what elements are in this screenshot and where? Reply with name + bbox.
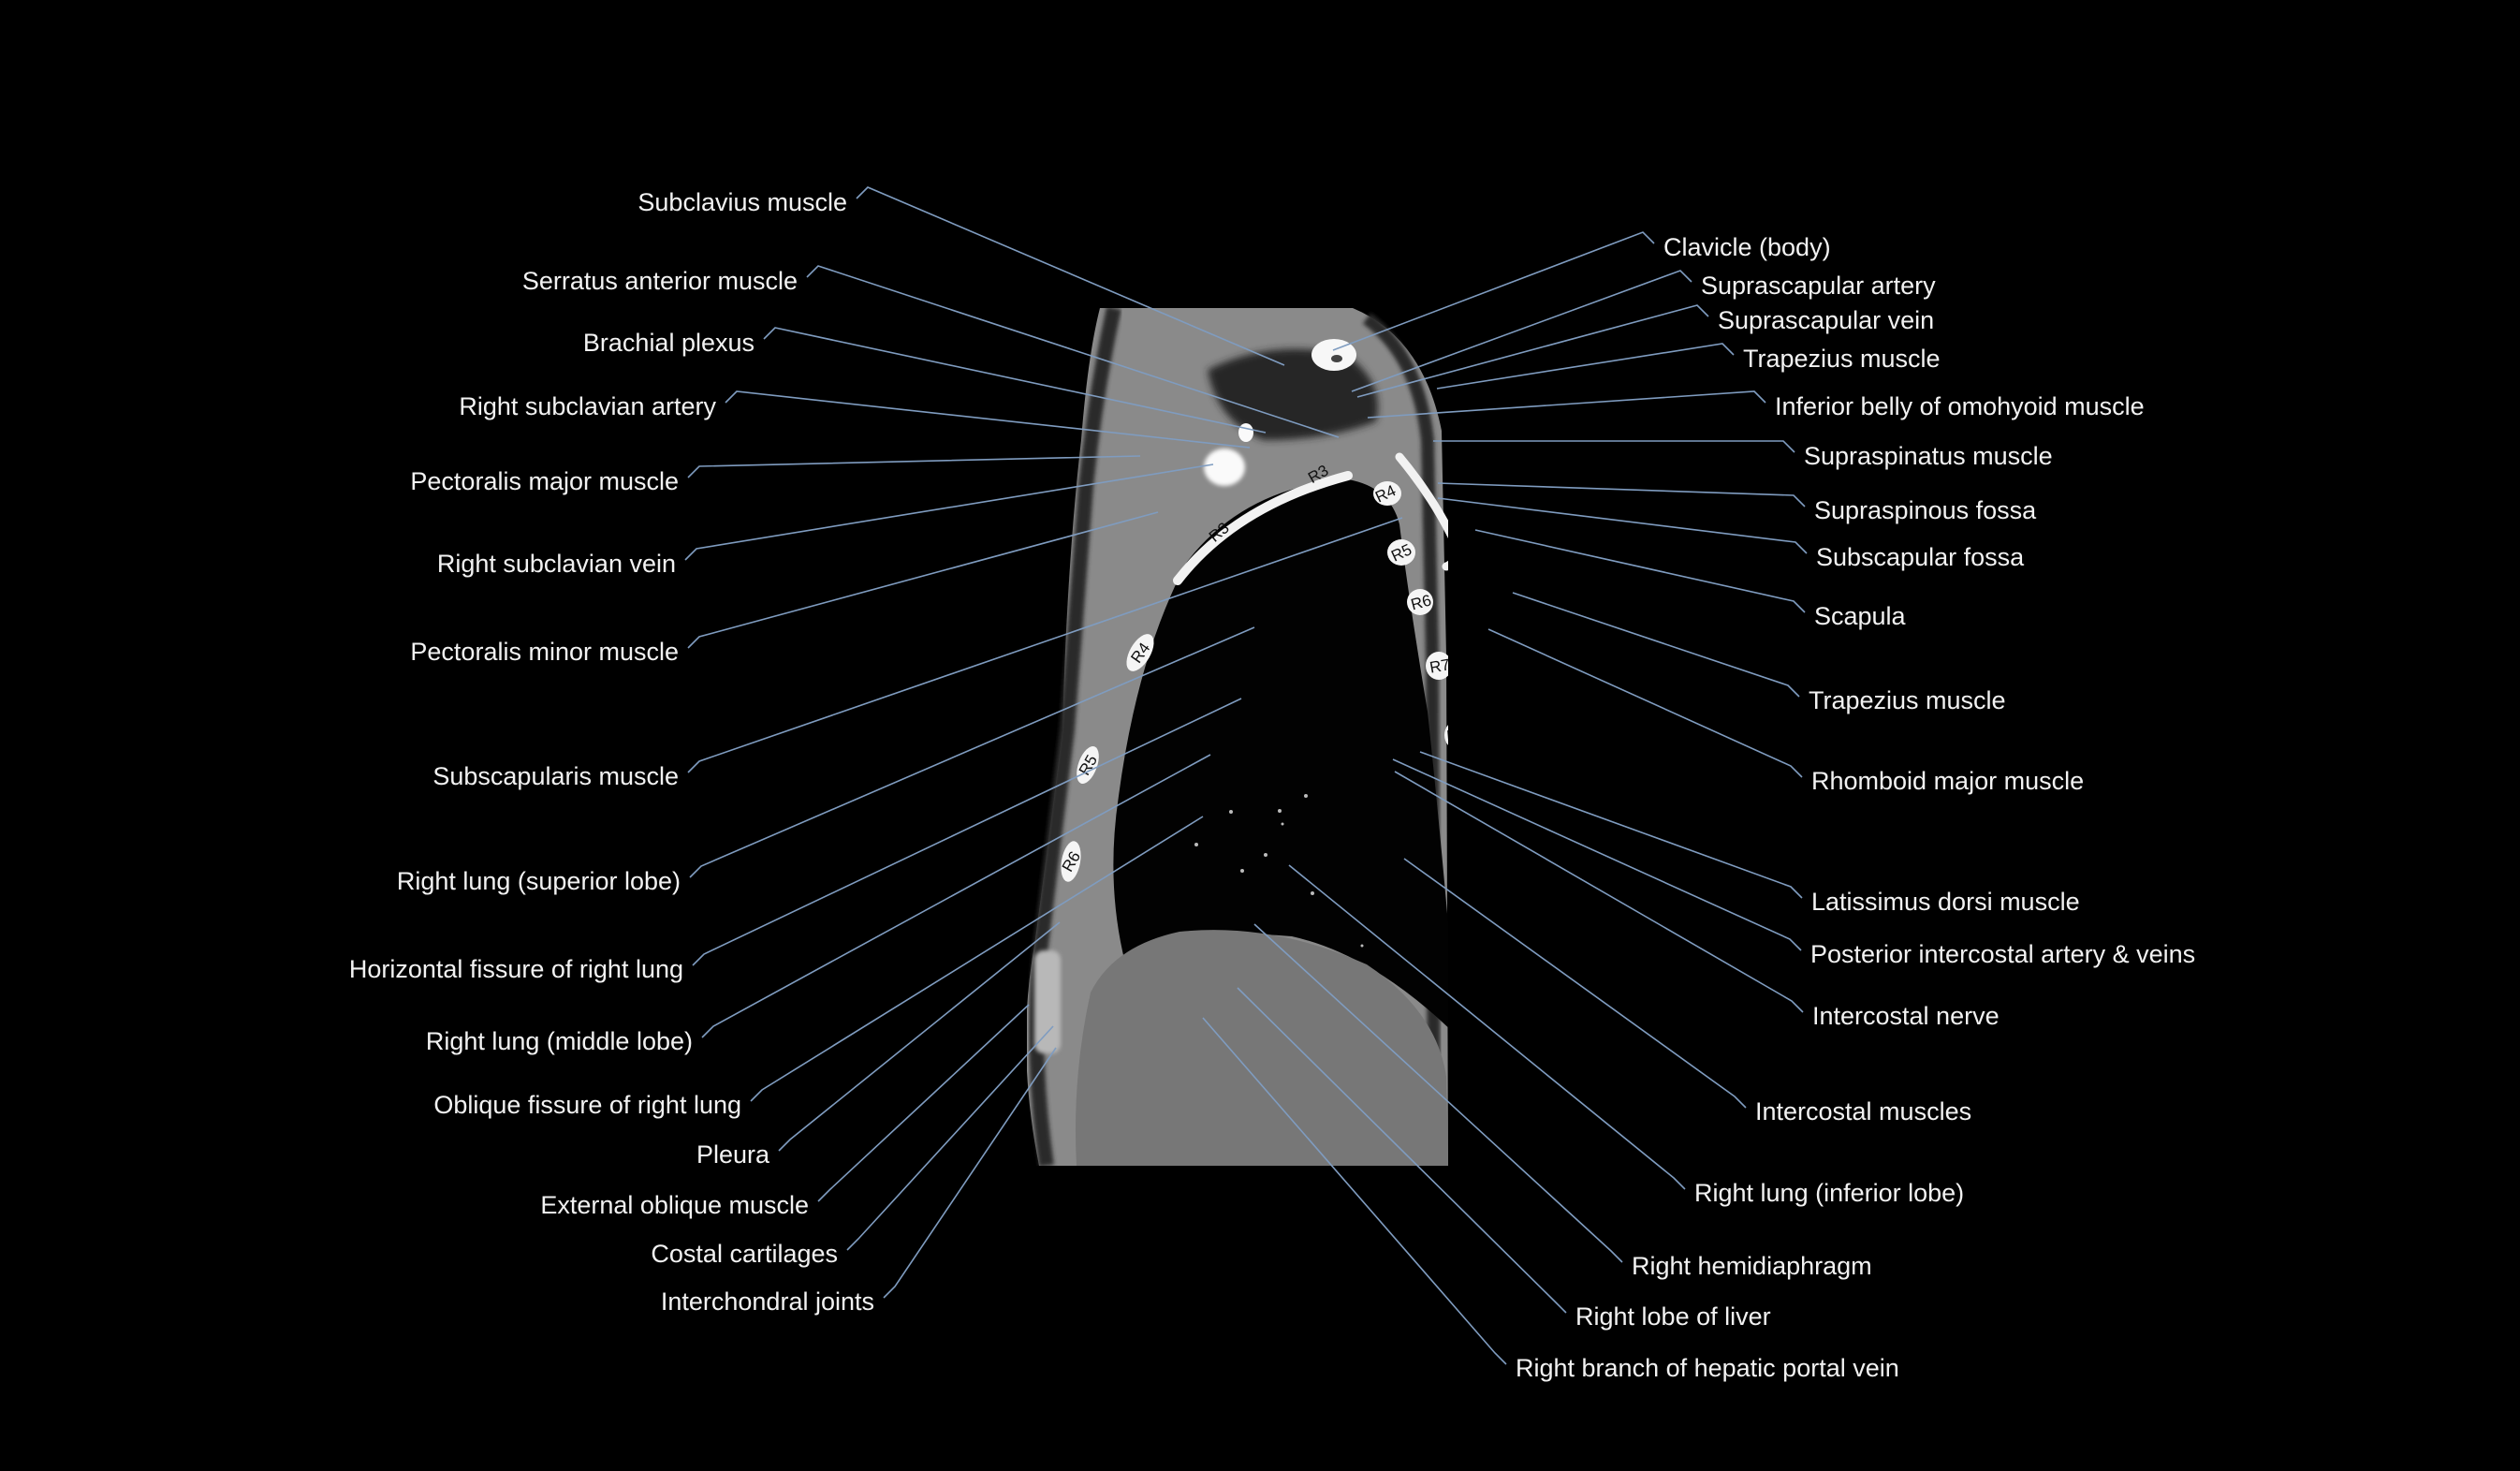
label-oblique-fissure-of-right-lung: Oblique fissure of right lung xyxy=(433,1091,741,1119)
label-subclavius-muscle: Subclavius muscle xyxy=(637,188,847,216)
label-suprascapular-artery: Suprascapular artery xyxy=(1701,272,1936,300)
label-scapula: Scapula xyxy=(1814,602,1906,630)
label-right-lung-superior-lobe: Right lung (superior lobe) xyxy=(396,867,681,895)
label-right-subclavian-artery: Right subclavian artery xyxy=(459,392,716,420)
label-clavicle-body: Clavicle (body) xyxy=(1663,233,1831,261)
label-intercostal-muscles: Intercostal muscles xyxy=(1755,1097,1972,1125)
label-horizontal-fissure-of-right-lung: Horizontal fissure of right lung xyxy=(348,955,683,983)
label-right-lobe-of-liver: Right lobe of liver xyxy=(1575,1302,1771,1331)
label-posterior-intercostal-artery-veins: Posterior intercostal artery & veins xyxy=(1810,940,2196,968)
label-suprascapular-vein: Suprascapular vein xyxy=(1718,306,1935,334)
label-pectoralis-major-muscle: Pectoralis major muscle xyxy=(410,467,679,495)
label-right-hemidiaphragm: Right hemidiaphragm xyxy=(1632,1252,1872,1280)
label-pectoralis-minor-muscle: Pectoralis minor muscle xyxy=(410,638,679,666)
rib-label-r6: R6 xyxy=(1409,591,1433,613)
label-brachial-plexus: Brachial plexus xyxy=(582,329,755,357)
label-intercostal-nerve: Intercostal nerve xyxy=(1812,1002,2000,1030)
label-supraspinous-fossa: Supraspinous fossa xyxy=(1814,496,2037,524)
rib-label-r8: R8 xyxy=(1445,726,1467,745)
label-external-oblique-muscle: External oblique muscle xyxy=(540,1191,809,1219)
label-subscapularis-muscle: Subscapularis muscle xyxy=(432,762,679,790)
rib-label-r10: R10 xyxy=(1455,884,1484,902)
rib-label-r7: R7 xyxy=(1428,655,1452,676)
label-rhomboid-major-muscle: Rhomboid major muscle xyxy=(1811,767,2085,795)
label-interchondral-joints: Interchondral joints xyxy=(660,1287,874,1316)
label-inferior-belly-of-omohyoid-muscle: Inferior belly of omohyoid muscle xyxy=(1775,392,2145,420)
label-trapezius-muscle: Trapezius muscle xyxy=(1743,345,1941,373)
label-serratus-anterior-muscle: Serratus anterior muscle xyxy=(521,267,798,295)
label-subscapular-fossa: Subscapular fossa xyxy=(1816,543,2025,571)
label-latissimus-dorsi-muscle: Latissimus dorsi muscle xyxy=(1811,888,2080,916)
label-right-lung-inferior-lobe: Right lung (inferior lobe) xyxy=(1694,1179,1965,1207)
label-right-branch-of-hepatic-portal-vein: Right branch of hepatic portal vein xyxy=(1516,1354,1899,1382)
rib-label-r9: R9 xyxy=(1455,800,1475,817)
label-trapezius-muscle: Trapezius muscle xyxy=(1809,686,2006,714)
label-right-lung-middle-lobe: Right lung (middle lobe) xyxy=(425,1027,693,1055)
label-costal-cartilages: Costal cartilages xyxy=(651,1240,838,1268)
label-pleura: Pleura xyxy=(696,1140,769,1169)
label-right-subclavian-vein: Right subclavian vein xyxy=(436,550,676,578)
rib-label-r11: R11 xyxy=(1458,988,1482,1020)
label-supraspinatus-muscle: Supraspinatus muscle xyxy=(1804,442,2053,470)
